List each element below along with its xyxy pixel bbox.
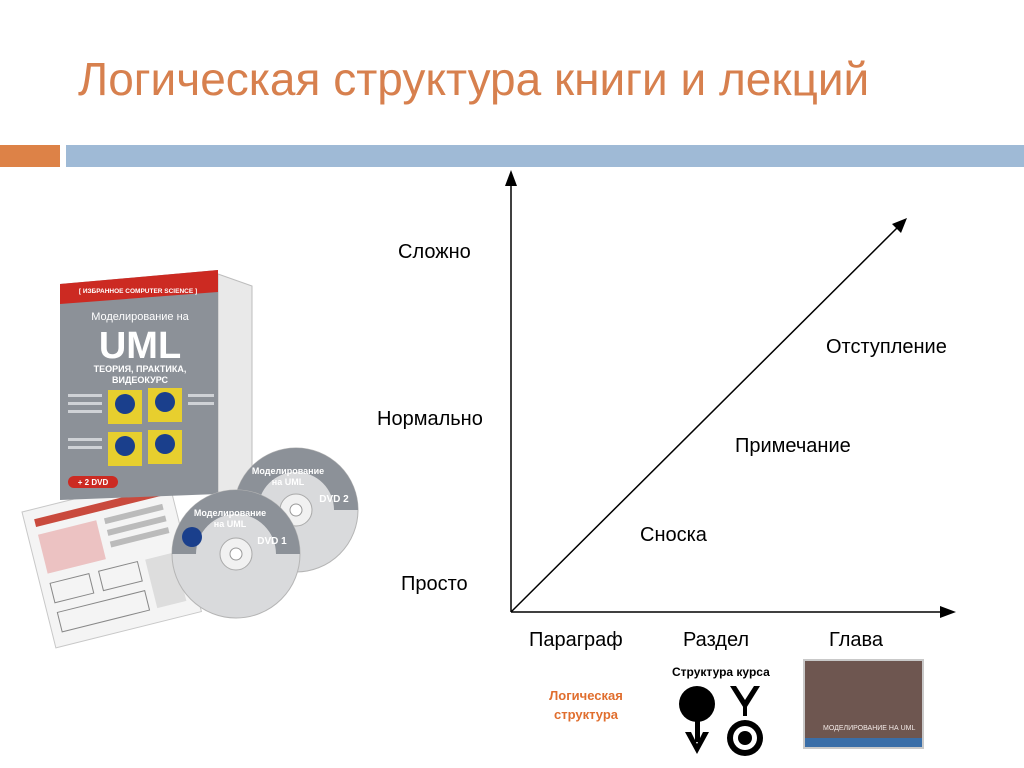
book-series-text: [ ИЗБРАННОЕ COMPUTER SCIENCE ] [79, 288, 197, 295]
dvd1-label: DVD 1 [257, 536, 287, 547]
book-dvd-badge: + 2 DVD [78, 478, 109, 487]
book-pages [217, 273, 253, 499]
course-structure-icons [679, 686, 763, 756]
accent-bar-blue [66, 145, 1024, 167]
target-arrow-icon [727, 686, 763, 756]
y-level-simple: Просто [401, 573, 468, 595]
dvd1-title-1: Моделирование [194, 508, 266, 518]
slide-title: Логическая структура книги и лекций [78, 53, 870, 105]
dvd-disc-1: Моделирование на UML DVD 1 [171, 489, 301, 619]
thumbnail-cover-text: МОДЕЛИРОВАНИЕ НА UML [823, 725, 916, 732]
diagonal-arrow [510, 226, 899, 613]
logical-structure-label: Логическая структура [549, 688, 623, 722]
y-level-hard: Сложно [398, 241, 471, 263]
diagonal-arrowhead [892, 218, 907, 233]
book-subtitle-2: ВИДЕОКУРС [112, 375, 168, 385]
y-axis-arrowhead [505, 170, 517, 186]
dvd2-title-2: на UML [272, 477, 305, 487]
thumbnail-bottom-bar [805, 738, 922, 747]
course-structure-label: Структура курса [672, 665, 770, 679]
label-note: Примечание [735, 435, 851, 457]
book-subtitle-1: ТЕОРИЯ, ПРАКТИКА, [94, 364, 187, 374]
head-arrow-icon [679, 686, 715, 754]
y-level-normal: Нормально [377, 408, 483, 430]
x-level-section: Раздел [683, 629, 750, 651]
dvd1-title-2: на UML [214, 519, 247, 529]
label-footnote: Сноска [640, 524, 707, 546]
x-level-paragraph: Параграф [529, 629, 623, 651]
x-level-chapter: Глава [829, 629, 884, 651]
dvd2-label: DVD 2 [319, 494, 349, 505]
book-title-line1: Моделирование на [91, 311, 189, 323]
book-illustration: [ ИЗБРАННОЕ COMPUTER SCIENCE ] Моделиров… [18, 262, 363, 672]
book-cover-thumbnail: МОДЕЛИРОВАНИЕ НА UML [803, 659, 924, 749]
book-cover: [ ИЗБРАННОЕ COMPUTER SCIENCE ] Моделиров… [60, 270, 218, 500]
x-axis-arrowhead [940, 606, 956, 618]
label-digression: Отступление [826, 336, 947, 358]
dvd2-title-1: Моделирование [252, 466, 324, 476]
book-title-big: UML [99, 325, 181, 367]
accent-bar-orange [0, 145, 60, 167]
